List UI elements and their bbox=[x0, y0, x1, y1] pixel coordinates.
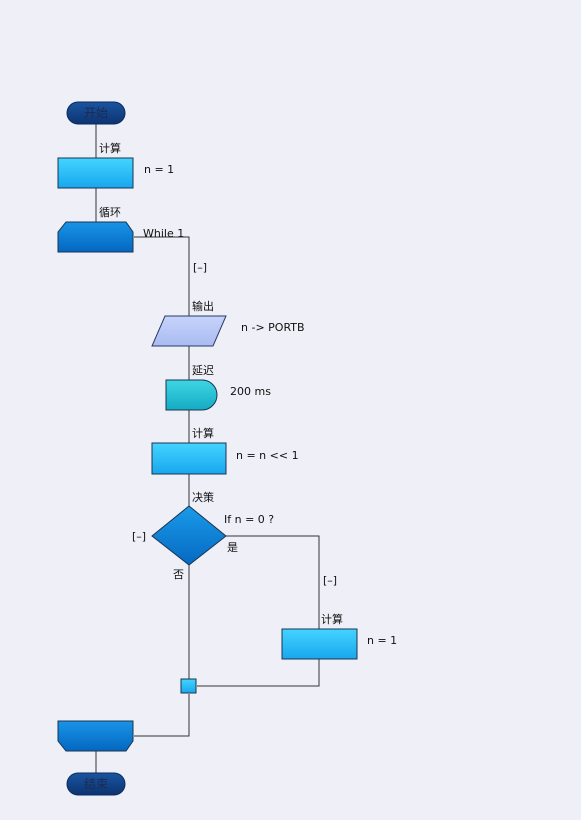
loop-condition: While 1 bbox=[143, 227, 184, 240]
calc1-type-label: 计算 bbox=[99, 141, 121, 155]
calc3-collapse-toggle[interactable]: [–] bbox=[323, 574, 337, 587]
connector-loop-output bbox=[134, 236, 190, 316]
connector-merge-loopend bbox=[134, 694, 190, 737]
output-box[interactable] bbox=[151, 315, 227, 347]
start-terminal[interactable]: 开始 bbox=[66, 101, 126, 125]
end-label: 结束 bbox=[84, 777, 108, 791]
calc3-expression: n = 1 bbox=[367, 634, 397, 647]
connector-calc3-merge bbox=[197, 659, 320, 687]
loop-type-label: 循环 bbox=[99, 206, 121, 219]
calc1-box[interactable] bbox=[57, 157, 134, 189]
output-type-label: 输出 bbox=[192, 299, 214, 313]
decision-collapse-toggle[interactable]: [–] bbox=[132, 530, 146, 543]
decision-yes-label: 是 bbox=[227, 541, 238, 554]
loop-start-box[interactable] bbox=[57, 221, 134, 253]
decision-expression: If n = 0 ? bbox=[224, 513, 274, 526]
calc3-box[interactable] bbox=[281, 628, 358, 660]
decision-diamond[interactable] bbox=[151, 505, 227, 566]
loop-end-box[interactable] bbox=[57, 720, 134, 752]
decision-no-label: 否 bbox=[173, 568, 184, 581]
start-label: 开始 bbox=[84, 106, 108, 120]
calc2-expression: n = n << 1 bbox=[236, 449, 299, 462]
connector-decision-yes bbox=[226, 535, 320, 629]
delay-expression: 200 ms bbox=[230, 385, 271, 398]
output-expression: n -> PORTB bbox=[241, 321, 305, 334]
calc2-box[interactable] bbox=[151, 442, 227, 475]
connector-lines bbox=[95, 124, 320, 773]
delay-box[interactable] bbox=[165, 379, 218, 411]
merge-point[interactable] bbox=[180, 678, 197, 694]
calc2-type-label: 计算 bbox=[192, 426, 214, 440]
delay-type-label: 延迟 bbox=[192, 364, 214, 377]
decision-type-label: 决策 bbox=[192, 490, 214, 504]
loop-collapse-toggle[interactable]: [–] bbox=[193, 261, 207, 274]
end-terminal[interactable]: 结束 bbox=[66, 772, 126, 796]
calc1-expression: n = 1 bbox=[144, 163, 174, 176]
calc3-type-label: 计算 bbox=[321, 612, 343, 626]
